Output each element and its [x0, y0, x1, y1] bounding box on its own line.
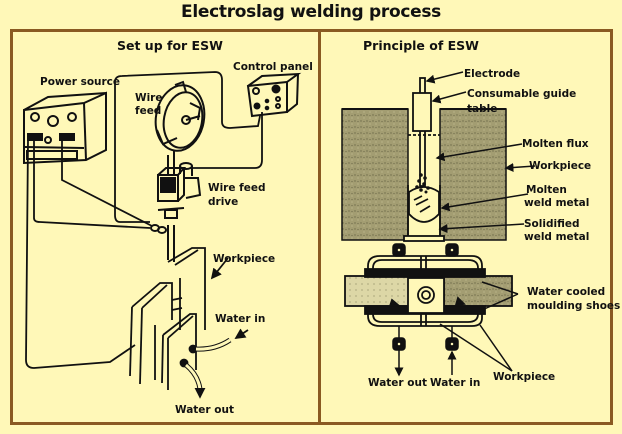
label-solidified-line1: Solidified [524, 218, 580, 230]
principle-workpiece [341, 108, 507, 241]
cable-connector [150, 224, 167, 234]
label-molten-flux: Molten flux [522, 138, 589, 150]
wire-feed-drive [157, 162, 202, 219]
power-source [23, 91, 107, 165]
principle-arrows [394, 71, 536, 377]
cables [25, 71, 263, 369]
control-panel [246, 72, 302, 118]
label-molten-weld-line1: Molten [526, 184, 567, 196]
electrode-assembly [403, 77, 445, 242]
label-principle-workpiece-bottom: Workpiece [493, 371, 556, 383]
label-setup-water-in: Water in [215, 313, 266, 325]
label-principle-water-in: Water in [430, 377, 481, 389]
wire-feed [154, 80, 206, 152]
label-wire: Wire [135, 92, 163, 104]
label-molten-weld-line2: weld metal [524, 197, 590, 209]
label-setup-workpiece: Workpiece [213, 253, 276, 265]
principle-panel-title: Principle of ESW [363, 38, 479, 53]
label-consumable-guide: Consumable guide [467, 88, 577, 100]
label-setup-water-out: Water out [175, 404, 234, 416]
label-electrode: Electrode [464, 68, 521, 80]
diagram-frame [10, 29, 613, 425]
label-solidified-line2: weld metal [524, 231, 590, 243]
label-water-cooled-line1: Water cooled [527, 286, 606, 298]
water-fittings [392, 243, 459, 351]
diagram-title: Electroslag welding process [181, 2, 441, 22]
label-wire-feed-drive-line1: Wire feed [208, 182, 266, 194]
setup-workpiece [129, 247, 249, 399]
label-principle-water-out: Water out [368, 377, 427, 389]
label-table: table [467, 103, 498, 115]
setup-panel-title: Set up for ESW [117, 38, 223, 53]
label-principle-workpiece: Workpiece [529, 160, 592, 172]
label-feed: feed [135, 105, 162, 117]
panel-divider [318, 29, 321, 425]
torch [167, 150, 175, 262]
label-wire-feed-drive-line2: drive [208, 196, 239, 208]
moulding-shoes-section [344, 255, 513, 327]
label-control-panel: Control panel [233, 61, 313, 73]
label-power-source: Power source [40, 76, 121, 88]
flux-droplets [415, 173, 430, 194]
label-water-cooled-line2: moulding shoes [527, 300, 621, 312]
